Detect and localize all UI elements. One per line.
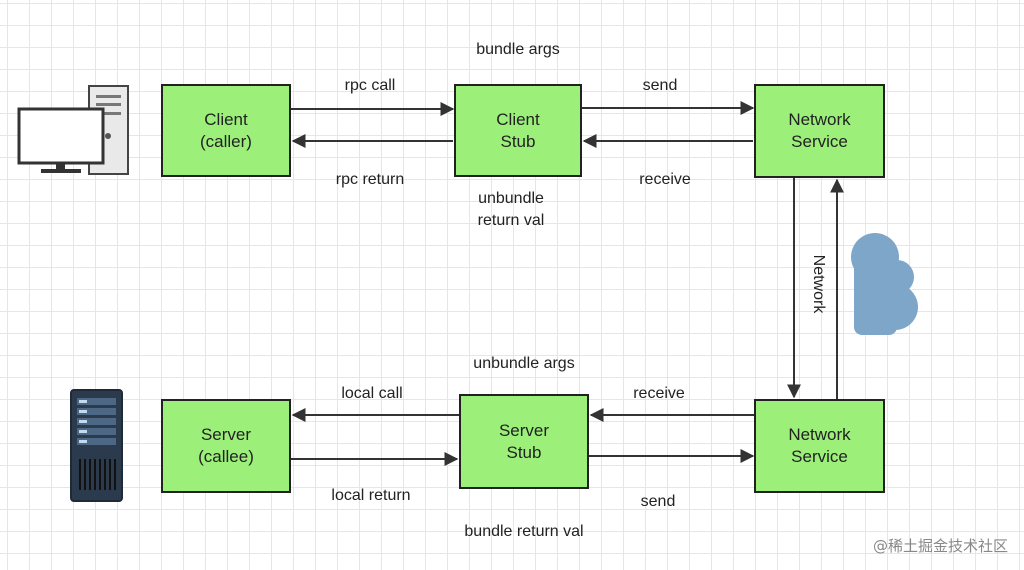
send-top-label: send [642, 77, 678, 94]
client-box: Client (caller) [161, 84, 291, 177]
network-service-bottom-box: Network Service [754, 399, 885, 493]
watermark: @稀土掘金技术社区 [872, 537, 1008, 555]
server-stub-box-line2: Stub [506, 442, 542, 462]
send-bottom-label: send [640, 493, 676, 510]
network-service-top-box: Network Service [754, 84, 885, 178]
client-box-line2: (caller) [200, 131, 252, 151]
local-return-label: local return [331, 487, 411, 504]
unbundle-return-val-line2: return val [477, 212, 545, 229]
client-box-line1: Client [204, 109, 248, 129]
client-stub-box-line2: Stub [500, 131, 536, 151]
bundle-args-label: bundle args [476, 41, 560, 58]
unbundle-return-val-line1: unbundle [478, 190, 544, 207]
receive-top-label: receive [639, 171, 691, 188]
network-service-top-line1: Network [788, 110, 851, 129]
server-box-line1: Server [200, 425, 252, 444]
receive-bottom-label: receive [633, 385, 685, 402]
server-box: Server (callee) [161, 399, 291, 493]
server-rack-icon [70, 389, 123, 502]
client-stub-box-line1: Client [496, 109, 540, 129]
desktop-computer-icon [17, 85, 129, 175]
unbundle-args-label: unbundle args [473, 355, 575, 372]
rpc-call-label: rpc call [344, 77, 396, 94]
network-service-bottom-line1: Network [788, 425, 851, 444]
server-stub-box-line1: Server [498, 420, 550, 440]
network-service-bottom-line2: Service [791, 447, 848, 466]
client-stub-box: Client Stub [454, 84, 582, 177]
rpc-return-label: rpc return [335, 171, 405, 188]
unbundle-return-val-label: unbundle return val [478, 188, 545, 232]
server-box-line2: (callee) [198, 447, 254, 466]
network-service-top-line2: Service [791, 132, 848, 151]
cloud-icon [851, 233, 918, 335]
bundle-return-val-label: bundle return val [464, 523, 584, 540]
local-call-label: local call [341, 385, 403, 402]
network-label: Network [810, 254, 827, 314]
server-stub-box: Server Stub [459, 394, 589, 489]
